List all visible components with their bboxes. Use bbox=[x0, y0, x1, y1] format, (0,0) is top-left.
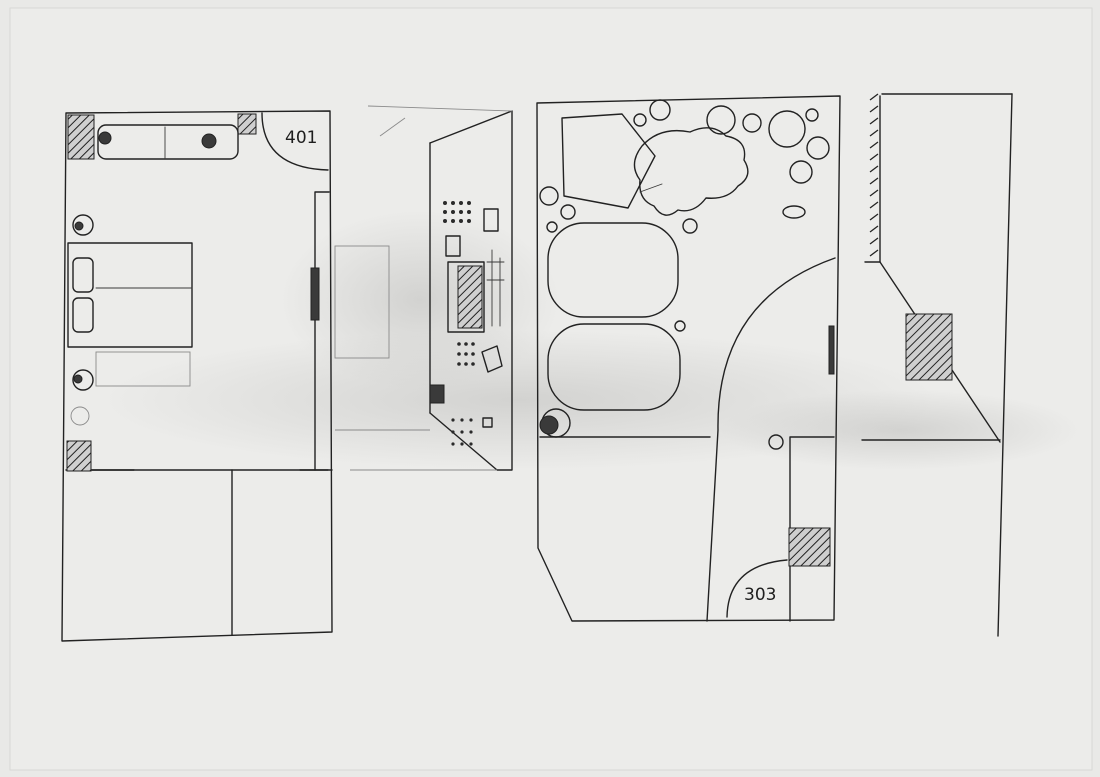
bed-icon bbox=[67, 242, 193, 387]
dot-grid bbox=[443, 201, 475, 446]
hatched-column-icon bbox=[237, 113, 257, 135]
graphite-smudge bbox=[280, 210, 560, 390]
pentagon-planter bbox=[561, 113, 656, 209]
bench-planter bbox=[547, 323, 681, 411]
graphite-smudge bbox=[720, 390, 1080, 470]
lamp-icon bbox=[72, 214, 94, 236]
lamp-icon bbox=[72, 369, 94, 391]
room-401-plan: 401 bbox=[61, 110, 333, 642]
sofa-icon bbox=[97, 124, 239, 160]
door-icon bbox=[310, 267, 320, 321]
room-number-label: 401 bbox=[285, 128, 317, 148]
hatched-column-icon bbox=[66, 440, 92, 472]
room-303-plan: 303 bbox=[536, 95, 841, 622]
hatched-column-icon bbox=[905, 313, 953, 381]
wall-hatch bbox=[869, 93, 879, 257]
door-icon bbox=[828, 325, 835, 375]
bench-planter bbox=[547, 222, 679, 318]
room-number-label: 303 bbox=[744, 585, 776, 605]
hatched-column-icon bbox=[788, 527, 831, 567]
hatched-column-icon bbox=[67, 114, 95, 160]
pebbles-icon bbox=[539, 99, 830, 450]
corridor-perspective-sketch bbox=[334, 105, 513, 471]
wall-elevation-sketch bbox=[861, 93, 1013, 637]
